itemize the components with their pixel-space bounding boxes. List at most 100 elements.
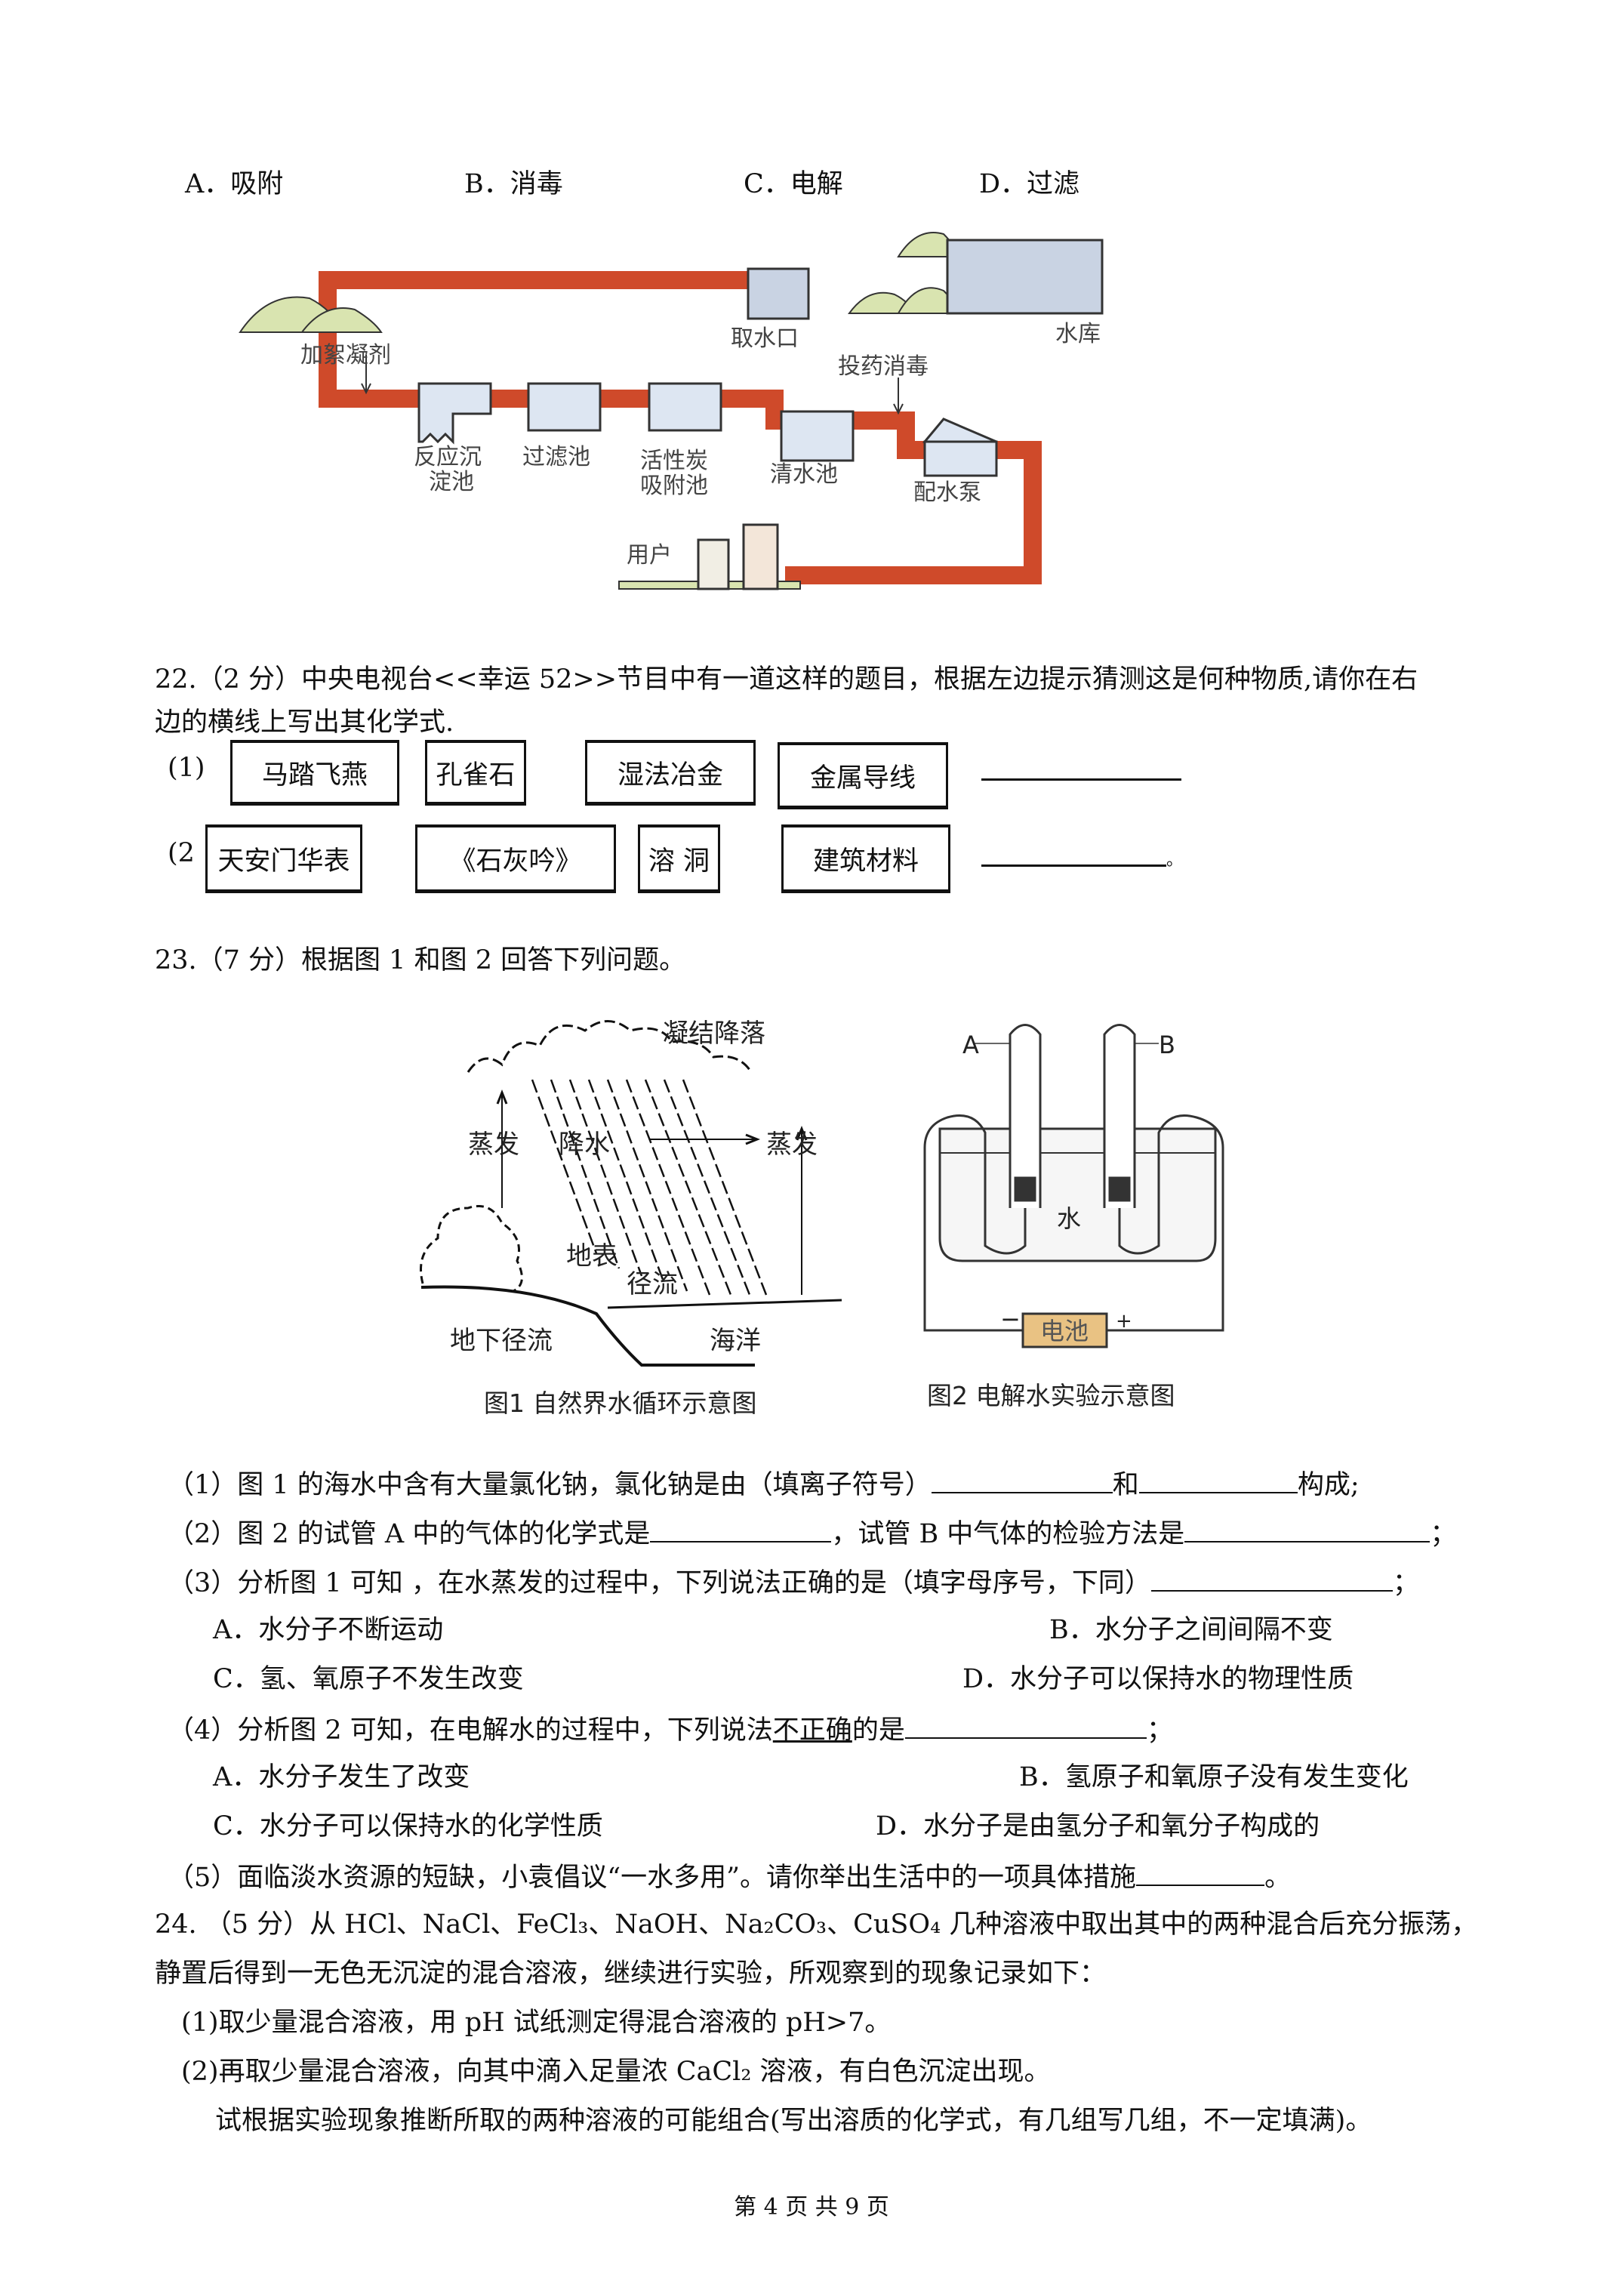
pump-roof bbox=[922, 418, 997, 443]
q24-observation-2: (2)再取少量混合溶液，向其中滴入足量浓 CaCl₂ 溶液，有白色沉淀出现。 bbox=[181, 2057, 1051, 2087]
label-carbon-2: 吸附池 bbox=[640, 473, 708, 499]
q23-part5-text: （5）面临淡水资源的短缺，小袁倡议“一水多用”。请你举出生活中的一项具体措施 bbox=[168, 1863, 1137, 1893]
q23-part4-emphasis: 不正确 bbox=[772, 1715, 852, 1746]
answer-blank[interactable] bbox=[1184, 1515, 1431, 1542]
option-d: D．过滤 bbox=[979, 169, 1080, 199]
q22-row2-label: (2 bbox=[168, 838, 195, 868]
label-carbon: 活性炭 bbox=[640, 448, 708, 474]
label-user: 用户 bbox=[627, 542, 672, 569]
answer-blank[interactable] bbox=[650, 1515, 832, 1542]
label-battery: 电池 bbox=[1040, 1317, 1089, 1345]
label-evaporation-left: 蒸发 bbox=[468, 1130, 519, 1160]
clear-water-tank bbox=[780, 410, 855, 462]
carbon-tank bbox=[648, 382, 722, 432]
q24-text-2: 静置后得到一无色无沉淀的混合溶液，继续进行实验，所观察到的现象记录如下： bbox=[155, 1959, 1107, 1989]
answer-blank[interactable] bbox=[1138, 1466, 1298, 1493]
q23-title: 23.（7 分）根据图 1 和图 2 回答下列问题。 bbox=[155, 945, 686, 975]
period: 。 bbox=[1166, 851, 1184, 870]
q23-part3-end: ； bbox=[1392, 1568, 1419, 1598]
label-precipitation: 降水 bbox=[559, 1130, 610, 1160]
reservoir bbox=[946, 239, 1104, 315]
clue-box: 《石灰吟》 bbox=[415, 824, 616, 893]
label-underground: 地下径流 bbox=[450, 1326, 553, 1356]
clue-box: 湿法冶金 bbox=[585, 740, 756, 806]
cloud bbox=[467, 1020, 753, 1073]
ground bbox=[420, 1285, 755, 1367]
reaction-sediment-tank bbox=[417, 382, 492, 445]
q23-part1-end: 构成; bbox=[1297, 1470, 1360, 1500]
test-tube-a bbox=[1009, 1024, 1042, 1208]
q23-part2-end: ； bbox=[1430, 1519, 1457, 1549]
answer-blank[interactable] bbox=[904, 1712, 1147, 1739]
intake-box bbox=[747, 267, 810, 320]
label-evaporation-right: 蒸发 bbox=[766, 1130, 818, 1160]
q23-part4-text-2: 的是 bbox=[852, 1715, 905, 1746]
answer-blank[interactable] bbox=[1150, 1564, 1393, 1592]
wire-left bbox=[923, 1114, 1027, 1332]
label-water: 水 bbox=[1057, 1204, 1081, 1233]
answer-blank[interactable] bbox=[931, 1466, 1113, 1493]
fig2-caption: 图2 电解水实验示意图 bbox=[927, 1381, 1175, 1410]
clue-box: 溶 洞 bbox=[638, 824, 720, 893]
water-cycle-figure bbox=[420, 1020, 842, 1367]
q23-part1-text: （1）图 1 的海水中含有大量氯化钠，氯化钠是由（填离子符号） bbox=[168, 1470, 932, 1500]
option-a: A．吸附 bbox=[185, 169, 284, 199]
wire-right bbox=[1107, 1114, 1224, 1332]
page-footer: 第 4 页 共 9 页 bbox=[734, 2194, 889, 2220]
sea-surface bbox=[607, 1299, 842, 1309]
label-disinfect: 投药消毒 bbox=[838, 353, 929, 380]
q23-p3-option-d: D．水分子可以保持水的物理性质 bbox=[962, 1664, 1354, 1694]
label-ocean: 海洋 bbox=[710, 1326, 761, 1356]
label-runoff: 径流 bbox=[627, 1269, 678, 1299]
label-plus: + bbox=[1116, 1310, 1132, 1333]
label-tube-b: B bbox=[1159, 1031, 1175, 1059]
q23-part3: （3）分析图 1 可知 ，在水蒸发的过程中，下列说法正确的是（填字母序号，下同）… bbox=[168, 1564, 1419, 1600]
pump-house bbox=[923, 440, 998, 477]
answer-blank[interactable] bbox=[1136, 1859, 1265, 1886]
clue-box: 金属导线 bbox=[778, 742, 948, 809]
q23-part4-end: ； bbox=[1146, 1715, 1173, 1746]
label-pump: 配水泵 bbox=[913, 479, 981, 506]
trough bbox=[938, 1127, 1217, 1262]
label-sediment: 反应沉 bbox=[414, 444, 482, 470]
q22-text-2: 边的横线上写出其化学式. bbox=[155, 707, 454, 738]
answer-line[interactable] bbox=[981, 864, 1166, 867]
clue-box: 天安门华表 bbox=[205, 824, 362, 893]
q23-part2-text: （2）图 2 的试管 A 中的气体的化学式是 bbox=[168, 1519, 651, 1549]
label-clear-water: 清水池 bbox=[770, 461, 838, 488]
label-sediment-2: 淀池 bbox=[429, 469, 474, 495]
building bbox=[697, 538, 730, 590]
label-tube-a: A bbox=[962, 1031, 979, 1059]
fig1-caption: 图1 自然界水循环示意图 bbox=[484, 1388, 757, 1418]
q23-p3-option-a: A．水分子不断运动 bbox=[213, 1615, 444, 1645]
q23-p3-option-b: B．水分子之间间隔不变 bbox=[1049, 1615, 1333, 1645]
option-b: B．消毒 bbox=[464, 169, 563, 199]
label-filter: 过滤池 bbox=[522, 444, 590, 470]
battery bbox=[1021, 1312, 1108, 1348]
q24-text: 24. （5 分）从 HCl、NaCl、FeCl₃、NaOH、Na₂CO₃、Cu… bbox=[155, 1909, 1478, 1940]
q23-part3-text: （3）分析图 1 可知 ，在水蒸发的过程中，下列说法正确的是（填字母序号，下同） bbox=[168, 1568, 1151, 1598]
arrow-icon bbox=[361, 355, 904, 415]
rain-lines bbox=[531, 1079, 768, 1299]
q23-part1: （1）图 1 的海水中含有大量氯化钠，氯化钠是由（填离子符号） 和 构成; bbox=[168, 1466, 1360, 1502]
q23-p4-option-d: D．水分子是由氢分子和氧分子构成的 bbox=[876, 1811, 1320, 1841]
q23-part2-text-2: ，试管 B 中气体的检验方法是 bbox=[831, 1519, 1185, 1549]
q23-p3-option-c: C．氢、氧原子不发生改变 bbox=[213, 1664, 524, 1694]
label-reservoir: 水库 bbox=[1055, 321, 1101, 347]
label-flocculant: 加絮凝剂 bbox=[300, 342, 391, 368]
q23-p4-option-b: B．氢原子和氧原子没有发生变化 bbox=[1019, 1762, 1409, 1792]
q23-part4-text: （4）分析图 2 可知，在电解水的过程中，下列说法 bbox=[168, 1715, 773, 1746]
q23-part5-end: 。 bbox=[1264, 1863, 1292, 1893]
q24-observation-1: (1)取少量混合溶液，用 pH 试纸测定得混合溶液的 pH>7。 bbox=[181, 2008, 892, 2038]
answer-line[interactable] bbox=[981, 778, 1181, 781]
test-tube-b bbox=[1103, 1024, 1136, 1208]
q23-p4-option-a: A．水分子发生了改变 bbox=[213, 1762, 470, 1792]
q23-part4: （4）分析图 2 可知，在电解水的过程中，下列说法不正确的是 ； bbox=[168, 1712, 1173, 1747]
q23-part5: （5）面临淡水资源的短缺，小袁倡议“一水多用”。请你举出生活中的一项具体措施 。 bbox=[168, 1859, 1291, 1894]
label-condense: 凝结降落 bbox=[663, 1019, 765, 1049]
option-c: C．电解 bbox=[744, 169, 843, 199]
q22-row1-label: (1) bbox=[168, 753, 205, 783]
q22-text: 22.（2 分）中央电视台<<幸运 52>>节目中有一道这样的题目，根据左边提示… bbox=[155, 664, 1418, 695]
water-treatment-diagram: 加絮凝剂 取水口 水库 投药消毒 反应沉 淀池 过滤池 活性炭 吸附池 清水池 … bbox=[239, 232, 1104, 590]
q23-part1-and: 和 bbox=[1112, 1470, 1139, 1500]
